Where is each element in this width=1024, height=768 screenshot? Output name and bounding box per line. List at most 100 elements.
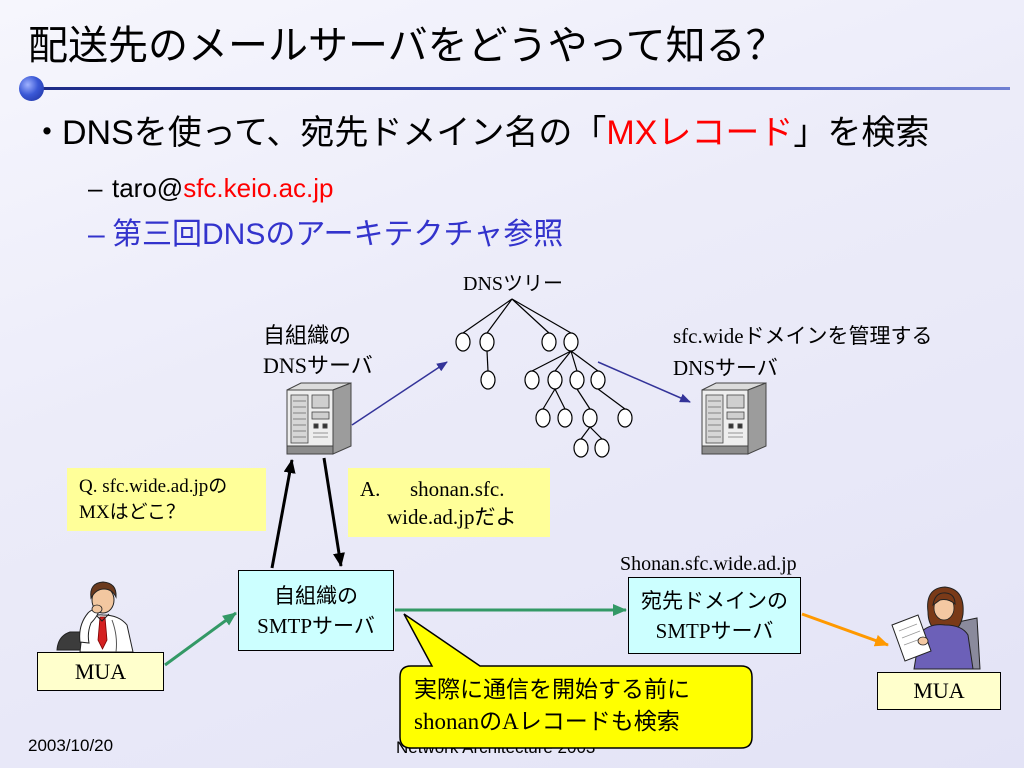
tree-edge bbox=[589, 426, 603, 440]
sub-bullet-marker: – bbox=[88, 173, 103, 203]
local-smtp-label-line: SMTPサーバ bbox=[257, 613, 375, 638]
man-hand bbox=[91, 604, 103, 614]
tree-edge bbox=[531, 350, 572, 372]
bullet-highlight: MXレコード bbox=[606, 114, 794, 152]
woman-torso bbox=[913, 624, 974, 670]
man-at-desk-icon bbox=[56, 581, 134, 653]
local-dns-label-line: DNSサーバ bbox=[263, 353, 373, 378]
tree-edge bbox=[580, 426, 591, 440]
arrow-query-up bbox=[270, 459, 296, 569]
example-address-user: taro@ bbox=[112, 173, 184, 203]
server-panel bbox=[311, 411, 330, 420]
tree-node bbox=[535, 408, 551, 428]
sub-bullet-example: –taro@sfc.keio.ac.jp bbox=[88, 172, 334, 204]
arrow-answer-down bbox=[322, 457, 345, 567]
papers bbox=[891, 614, 932, 662]
callout-text: 実際に通信を開始する前に shonanのAレコードも検索 bbox=[414, 674, 690, 738]
dns-tree-label: DNSツリー bbox=[463, 273, 564, 295]
recipient-mua-box: MUA bbox=[877, 672, 1001, 710]
tree-node bbox=[617, 408, 633, 428]
server-button bbox=[728, 423, 734, 429]
bullet-marker: ・ bbox=[30, 114, 64, 152]
arrow-local-dns-to-tree bbox=[351, 361, 448, 426]
query-line: Q. sfc.wide.ad.jpの bbox=[79, 476, 228, 497]
sender-mua-box: MUA bbox=[37, 652, 164, 691]
tree-node bbox=[541, 332, 557, 352]
tree-edge bbox=[511, 298, 572, 334]
reference-text: 第三回DNSのアーキテクチャ参照 bbox=[112, 218, 564, 251]
local-smtp-server-box: 自組織の SMTPサーバ bbox=[238, 570, 394, 651]
server-drive-slots bbox=[293, 400, 306, 438]
server-side bbox=[747, 382, 767, 455]
local-dns-server-icon bbox=[286, 382, 352, 455]
remote-smtp-label-line: 宛先ドメインの bbox=[641, 588, 788, 613]
tree-node bbox=[563, 332, 579, 352]
server-panel bbox=[311, 394, 330, 409]
dns-tree bbox=[455, 298, 633, 458]
remote-smtp-label-line: SMTPサーバ bbox=[655, 618, 774, 643]
server-base bbox=[701, 445, 749, 455]
server-button bbox=[322, 423, 328, 429]
server-vents bbox=[313, 432, 328, 438]
tree-node bbox=[480, 370, 496, 390]
server-panel bbox=[726, 411, 745, 420]
tree-edge bbox=[554, 388, 566, 410]
arrow-mua-to-local-smtp bbox=[164, 611, 237, 667]
server-vents bbox=[728, 432, 743, 438]
remote-dns-label-line: DNSサーバ bbox=[673, 356, 778, 380]
woman-bangs bbox=[932, 592, 956, 607]
answer-line: wide.ad.jpだよ bbox=[387, 505, 517, 529]
woman-with-papers-icon bbox=[891, 586, 981, 670]
tree-edge bbox=[597, 388, 626, 410]
tree-edge bbox=[554, 350, 572, 372]
tree-node bbox=[582, 408, 598, 428]
example-address-domain: sfc.keio.ac.jp bbox=[183, 173, 334, 203]
man-tie bbox=[97, 616, 108, 650]
server-base bbox=[286, 445, 334, 455]
server-button bbox=[737, 423, 743, 429]
footer-title: Network Architecture 2003 bbox=[396, 738, 596, 757]
tree-edge bbox=[576, 388, 591, 410]
man-vest-line bbox=[111, 619, 117, 653]
query-line: MXはどこ？ bbox=[79, 502, 186, 523]
local-dns-label-line: 自組織の bbox=[263, 323, 352, 348]
callout-line: shonanのAレコードも検索 bbox=[414, 709, 680, 734]
tree-edge bbox=[570, 350, 578, 372]
tree-node bbox=[524, 370, 540, 390]
arrow-remote-smtp-to-recipient bbox=[801, 612, 889, 647]
footer-date: 2003/10/20 bbox=[28, 736, 114, 755]
remote-dns-label: sfc.wideドメインを管理する DNSサーバ bbox=[673, 320, 933, 384]
answer-box: A. shonan.sfc. wide.ad.jpだよ bbox=[348, 468, 550, 537]
tree-node bbox=[594, 438, 610, 458]
callout-line: 実際に通信を開始する前に bbox=[414, 677, 690, 702]
tree-node bbox=[569, 370, 585, 390]
tree-node bbox=[573, 438, 589, 458]
bullet-text-before: DNSを使って、宛先ドメイン名の「 bbox=[62, 114, 607, 152]
tree-edge bbox=[462, 298, 513, 334]
remote-host-label: Shonan.sfc.wide.ad.jp bbox=[620, 553, 797, 575]
tree-edge bbox=[511, 298, 550, 334]
tree-node bbox=[547, 370, 563, 390]
man-collar bbox=[94, 613, 110, 622]
local-smtp-label-line: 自組織の bbox=[274, 583, 358, 608]
server-drive-slots bbox=[708, 400, 721, 438]
woman-hand bbox=[917, 636, 929, 646]
query-box: Q. sfc.wide.ad.jpの MXはどこ？ bbox=[67, 468, 266, 531]
arrow-tree-to-remote-dns bbox=[597, 361, 691, 403]
server-panel bbox=[726, 394, 745, 409]
tree-edge bbox=[570, 350, 599, 372]
answer-prefix: A. bbox=[360, 477, 381, 501]
server-side bbox=[332, 382, 352, 455]
title-rule bbox=[30, 87, 1010, 90]
server-button bbox=[313, 423, 319, 429]
remote-dns-server-icon bbox=[701, 382, 767, 455]
sub-bullet-marker: – bbox=[88, 218, 105, 251]
tree-node bbox=[479, 332, 495, 352]
answer-line: shonan.sfc. bbox=[410, 477, 505, 501]
sub-bullet-reference: –第三回DNSのアーキテクチャ参照 bbox=[88, 217, 563, 253]
tree-node bbox=[557, 408, 573, 428]
local-dns-label: 自組織の DNSサーバ bbox=[263, 321, 373, 381]
tree-edge bbox=[486, 350, 489, 372]
tree-node bbox=[455, 332, 471, 352]
